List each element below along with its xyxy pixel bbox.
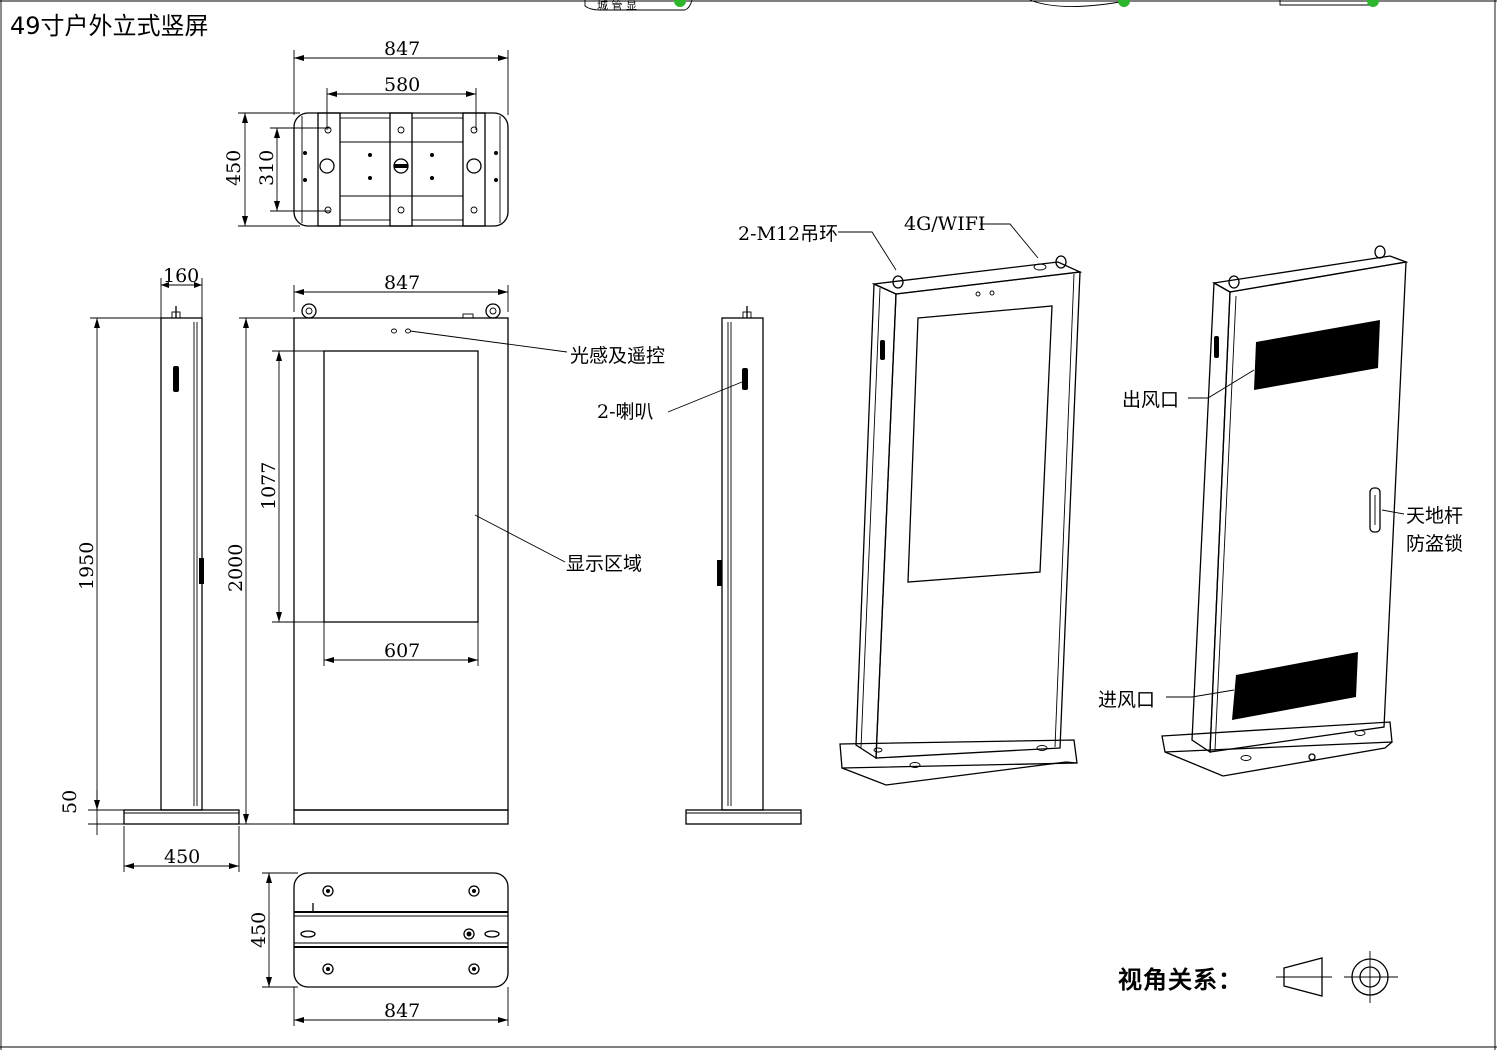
front-view: 847 2000 1077 607 <box>225 272 665 825</box>
dim-bottom-depth: 450 <box>248 912 270 948</box>
dim-front-height: 2000 <box>225 544 247 592</box>
iso-front-view: 2-M12吊环 4G/WIFI <box>738 213 1083 786</box>
top-tab-3 <box>1279 0 1379 7</box>
top-view: 847 580 450 310 <box>223 38 509 227</box>
dim-front-width: 847 <box>384 272 420 294</box>
dim-top-width: 847 <box>384 38 420 60</box>
callout-lock-line1: 天地杆 <box>1406 505 1463 527</box>
bottom-view: 450 847 <box>248 872 509 1026</box>
side-view: 160 1950 50 450 <box>59 265 240 872</box>
right-side-view: 2-喇叭 <box>597 306 802 825</box>
iso-back-view: 出风口 进风口 天地杆 防盗锁 <box>1098 245 1463 777</box>
dim-display-height: 1077 <box>258 462 280 510</box>
view-relation-label: 视角关系： <box>1118 966 1243 994</box>
dim-top-depth: 450 <box>223 150 245 186</box>
callout-lifting-ring: 2-M12吊环 <box>738 223 838 245</box>
dim-bottom-width: 847 <box>384 1000 420 1022</box>
dim-side-foot: 450 <box>164 846 200 868</box>
top-tab-1-text: 城 管 显 <box>597 0 637 12</box>
dim-side-base: 50 <box>59 790 81 814</box>
top-tab-2 <box>1029 0 1130 7</box>
dim-top-hole-depth: 310 <box>256 150 278 186</box>
dim-side-width: 160 <box>163 265 199 287</box>
callout-light-remote: 光感及遥控 <box>570 345 665 367</box>
drawing-title: 49寸户外立式竖屏 <box>10 12 209 40</box>
dim-display-width: 607 <box>384 640 420 662</box>
callout-wifi: 4G/WIFI <box>904 213 985 235</box>
callout-speaker: 2-喇叭 <box>597 401 654 423</box>
callout-lock-line2: 防盗锁 <box>1406 533 1463 555</box>
callout-air-outlet: 出风口 <box>1122 389 1179 411</box>
dim-top-hole-span: 580 <box>384 74 420 96</box>
dim-side-height: 1950 <box>76 542 98 590</box>
callout-air-inlet: 进风口 <box>1098 689 1155 711</box>
callout-display-area: 显示区域 <box>566 553 642 575</box>
projection-symbol <box>1276 951 1398 1003</box>
top-tab-1: 城 管 显 <box>584 0 693 12</box>
